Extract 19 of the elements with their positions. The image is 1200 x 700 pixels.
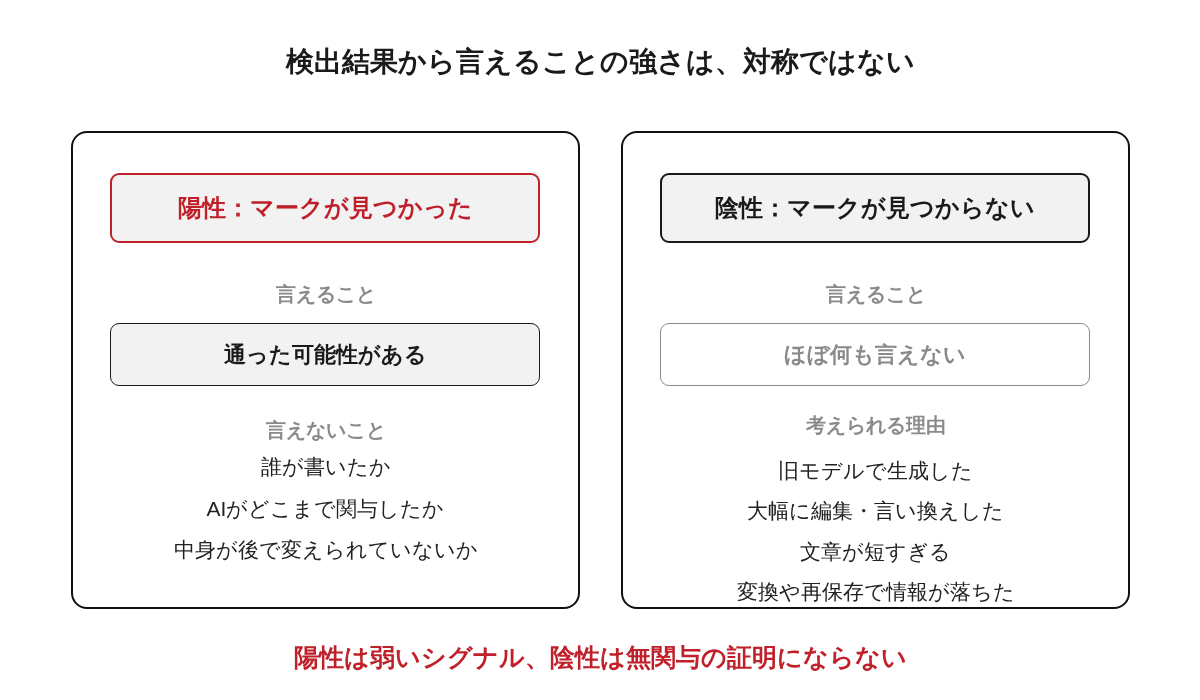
list-item: 中身が後で変えられていないか (173, 537, 478, 563)
section-label: 言えること (275, 282, 376, 306)
conclusion-text: 陽性は弱いシグナル、陰性は無関与の証明にならない (293, 642, 907, 672)
section-label: 言えること (825, 282, 926, 306)
list-item: AIがどこまで関与したか (206, 496, 445, 521)
list-item: 旧モデルで生成した (778, 458, 973, 484)
panel-card (621, 131, 1130, 609)
section-label: 考えられる理由 (805, 413, 946, 437)
result-header-box: 陽性：マークが見つかった (110, 173, 540, 243)
list-item: 誰が書いたか (260, 454, 391, 480)
result-header-box: 陰性：マークが見つからない (660, 173, 1090, 243)
list-item: 大幅に編集・言い換えした (747, 499, 1004, 524)
section-label: 言えないこと (265, 418, 386, 442)
conclusion-box: 通った可能性がある (110, 323, 540, 386)
conclusion-box: ほぼ何も言えない (660, 323, 1090, 386)
panel-card (71, 131, 580, 609)
list-item: 変換や再保存で情報が落ちた (736, 579, 1015, 604)
title: 検出結果から言えることの強さは、対称ではない (285, 45, 915, 79)
list-item: 文章が短すぎる (800, 539, 951, 564)
